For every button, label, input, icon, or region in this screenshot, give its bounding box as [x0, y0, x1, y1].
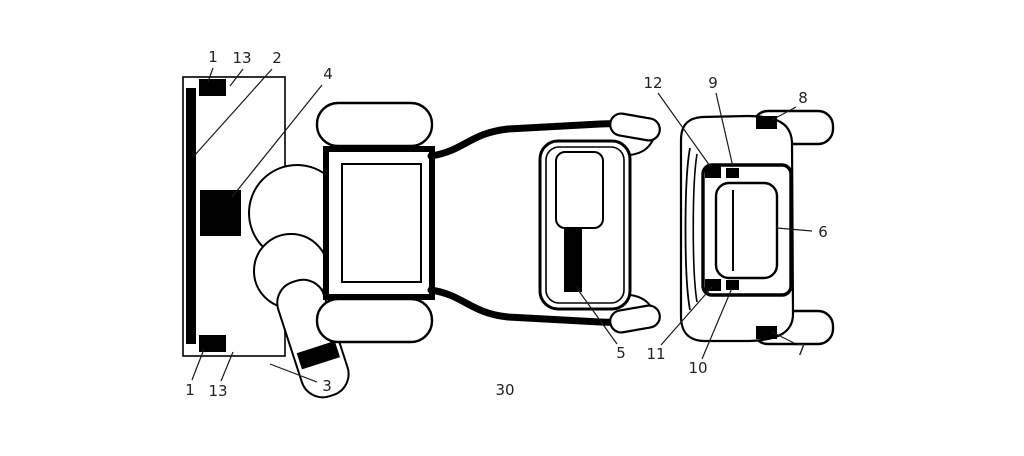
- frame-pad-9: [726, 168, 739, 178]
- callout-8: 8: [798, 89, 808, 107]
- callout-2: 2: [272, 49, 282, 67]
- leader-9: [715, 92, 734, 168]
- wheel-pad-bottom: [756, 326, 777, 339]
- chassis-inner-panel: [341, 163, 422, 283]
- lever-arm: [276, 278, 350, 399]
- frame-pad-10: [726, 280, 739, 290]
- callout-13-top: 13: [232, 49, 251, 67]
- rear-window: [714, 181, 779, 280]
- implement-pad-bottom: [199, 335, 226, 352]
- chassis-frame: [323, 146, 435, 300]
- cab-inner-outline: [545, 146, 625, 304]
- callout-13-bottom: 13: [208, 382, 227, 400]
- callout-3: 3: [322, 377, 332, 395]
- lever-arm-pad: [296, 340, 340, 370]
- callout-11: 11: [646, 345, 665, 363]
- seat-back: [555, 151, 604, 229]
- front-wheel-bottom: [609, 304, 661, 334]
- leader-11: [660, 286, 713, 346]
- implement-pad-top: [199, 79, 226, 96]
- callout-4: 4: [323, 65, 333, 83]
- callout-12: 12: [643, 74, 662, 92]
- fender-contour-inner: [692, 153, 698, 303]
- front-wheel-bottom-shape: [609, 304, 661, 334]
- tractor-top-view: [182, 76, 661, 399]
- wheel-pad-top: [756, 116, 777, 129]
- leader-7: [771, 331, 795, 344]
- callout-5: 5: [616, 344, 626, 362]
- rops-frame: [701, 163, 793, 297]
- leader-6: [776, 227, 813, 232]
- steering-assembly: [248, 164, 350, 399]
- leader-10: [701, 287, 733, 360]
- figure-number: 30: [495, 381, 514, 399]
- fender-contour-outer: [684, 147, 691, 311]
- leader-4: [231, 84, 323, 198]
- leader-13-top: [229, 68, 244, 87]
- callout-6: 6: [818, 223, 828, 241]
- leader-8: [771, 106, 797, 121]
- leader-3: [269, 363, 318, 383]
- leader-lines: [191, 67, 813, 383]
- tractor-rear-view: [679, 109, 835, 346]
- callout-labels: 1 13 2 4 1 13 3 5 11 10 12 9 8 6 7 30: [185, 48, 828, 400]
- implement-edge-bar: [186, 88, 196, 344]
- callout-7: 7: [796, 341, 806, 359]
- leader-13-bottom: [220, 351, 234, 382]
- front-wheel-top: [609, 112, 661, 142]
- front-wheel-top-shape: [609, 112, 661, 142]
- callout-1-top: 1: [208, 48, 218, 66]
- leader-12: [657, 92, 711, 167]
- frame-pad-11: [705, 279, 721, 291]
- leader-1-top: [207, 67, 214, 83]
- leader-1-bottom: [191, 348, 205, 381]
- leader-2: [193, 68, 273, 157]
- left-tire-bottom: [315, 297, 434, 344]
- implement-pad-middle: [200, 190, 241, 236]
- left-tire-top: [315, 101, 434, 148]
- callout-1-bottom: 1: [185, 381, 195, 399]
- leader-5: [575, 286, 618, 345]
- seat-cushion-bar: [564, 228, 582, 292]
- frame-pad-12: [705, 166, 721, 178]
- callout-10: 10: [688, 359, 707, 377]
- callout-9: 9: [708, 74, 718, 92]
- cab-top-view: [538, 139, 632, 311]
